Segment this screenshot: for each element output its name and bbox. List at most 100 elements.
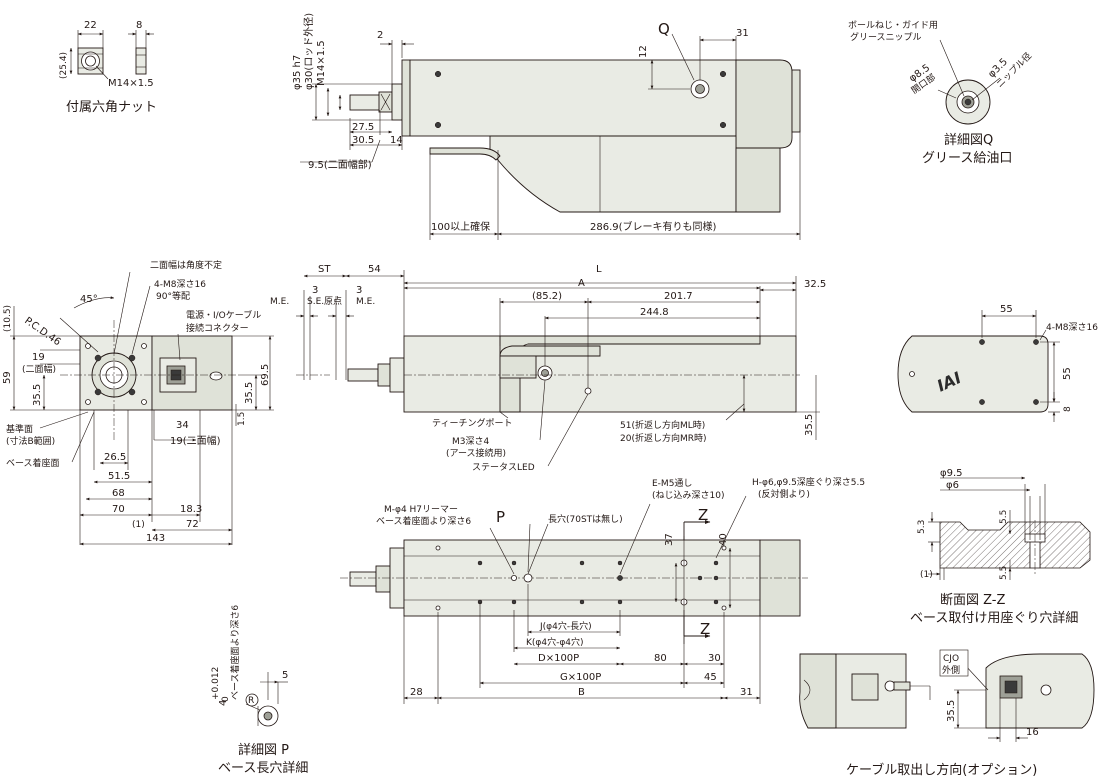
cjo-2: 外側 — [942, 664, 960, 676]
side-m3-2: (アース接続用) — [446, 447, 506, 459]
bottom-e-1: E-M5通し — [652, 478, 692, 489]
zz-caption-1: 断面図 Z-Z — [940, 593, 1006, 608]
end-d35-5: 35.5 — [32, 384, 43, 406]
zz-d5-3: 5.3 — [917, 520, 927, 534]
detail-p-caption-2: ベース長穴詳細 — [218, 760, 308, 776]
top-dim-2: 2 — [377, 30, 383, 41]
p-d5: 5 — [282, 670, 288, 681]
bottom-d45: 45 — [704, 672, 717, 683]
end-d18-3: 18.3 — [180, 504, 202, 515]
detail-q-caption-1: 詳細図Q — [944, 132, 993, 148]
side-d35-5: 35.5 — [804, 414, 815, 436]
detail-p: ベース着座面より深さ6 4 +0.012 0 R 5 詳細図 P ベース長穴詳細 — [211, 605, 308, 776]
bottom-z2: Z — [700, 620, 710, 638]
zz-d6: φ6 — [946, 480, 959, 491]
bottom-d37: 37 — [664, 533, 675, 546]
end-d69-5: 69.5 — [260, 364, 271, 386]
end-tap-2: 90°等配 — [156, 290, 190, 302]
end-ref-1: 基準面 — [6, 423, 33, 435]
bottom-j: J(φ4穴-長穴) — [539, 620, 592, 632]
cable-d35-5: 35.5 — [946, 700, 957, 722]
end-d51-5: 51.5 — [108, 471, 130, 482]
bottom-ream-2: ベース着座面より深さ6 — [376, 515, 471, 527]
end-d1-5: 1.5 — [237, 412, 247, 426]
hex-nut-view: 22 8 (25.4) M14×1.5 付属六角ナット — [59, 20, 157, 115]
side-st: ST — [318, 264, 331, 275]
side-m3-1: M3深さ4 — [452, 436, 489, 447]
bottom-h-2: (反対側より) — [758, 488, 810, 500]
nut-width-22: 22 — [84, 20, 97, 31]
p-tol: 4 — [218, 700, 229, 706]
side-teach: ティーチングポート — [432, 417, 512, 429]
zz-d5-5b: 5.5 — [999, 566, 1009, 580]
end-d34: 34 — [176, 420, 189, 431]
zz-d5-5a: 5.5 — [999, 510, 1009, 524]
side-l: L — [596, 264, 602, 275]
end-d19b: 19(二面幅) — [170, 434, 221, 447]
nut-height-25-4: (25.4) — [59, 52, 69, 79]
p-depth: ベース着座面より深さ6 — [229, 605, 241, 700]
p-tol-up: +0.012 — [211, 667, 221, 700]
end-view: (10.5) 59 35.5 19 (二面幅) P.C.D.46 45° 二面幅… — [2, 259, 274, 546]
end-flats: (二面幅) — [22, 363, 56, 375]
bottom-slot: 長穴(70STは無し) — [548, 513, 623, 525]
side-a: A — [578, 278, 585, 289]
end-ref-2: (寸法B範囲) — [6, 435, 55, 447]
section-zz: φ9.5 φ6 5.3 5.5 5.5 (1) 断面図 Z-Z ベース取付け用座… — [910, 468, 1091, 626]
mount-d8: 8 — [1063, 406, 1073, 412]
detail-p-caption-1: 詳細図 P — [238, 742, 289, 758]
end-pcd: P.C.D.46 — [22, 315, 62, 348]
cjo-1: CJO — [943, 654, 959, 664]
rod-od: φ30(ロッド外径) — [302, 13, 315, 90]
zz-caption-2: ベース取付け用座ぐり穴詳細 — [910, 610, 1078, 626]
end-d19: 19 — [32, 352, 45, 363]
end-d1: (1) — [132, 520, 145, 530]
mount-view: IAI 55 4-M8深さ16 55 8 — [897, 304, 1098, 422]
end-d10-5: (10.5) — [3, 305, 13, 332]
end-flats-note: 二面幅は角度不定 — [150, 259, 222, 271]
bottom-e-2: (ねじ込み深さ10) — [652, 490, 724, 501]
cable-d16: 16 — [1026, 727, 1039, 738]
end-conn-1: 電源・I/Oケーブル — [186, 309, 261, 321]
bottom-d28: 28 — [410, 687, 423, 698]
top-dim-31: 31 — [736, 28, 749, 39]
bottom-k: K(φ4穴-φ4穴) — [526, 636, 584, 648]
bottom-d31: 31 — [740, 687, 753, 698]
p-tol-dn: 0 — [221, 696, 231, 702]
top-flat: 9.5(二面幅部) — [308, 158, 372, 171]
side-me2: M.E. — [356, 297, 375, 307]
end-d70: 70 — [112, 504, 125, 515]
bottom-d: D×100P — [538, 653, 579, 664]
end-d26-5: 26.5 — [104, 452, 126, 463]
bottom-ream-1: M-φ4 H7リーマー — [384, 505, 458, 515]
bottom-d40: 40 — [718, 533, 729, 546]
rod-thread: M14×1.5 — [316, 40, 327, 86]
top-dim-30-5: 30.5 — [352, 135, 374, 146]
side-d32-5: 32.5 — [804, 279, 826, 290]
bottom-b: B — [578, 687, 585, 698]
mount-d55: 55 — [1000, 304, 1013, 315]
top-clearance: 100以上確保 — [431, 220, 490, 233]
rod-dia: φ35 h7 — [292, 55, 303, 90]
nut-thickness-8: 8 — [136, 20, 142, 31]
side-led: ステータスLED — [472, 462, 535, 473]
end-base: ベース着座面 — [6, 457, 60, 469]
side-d244-8: 244.8 — [640, 307, 669, 318]
bottom-d80: 80 — [654, 653, 667, 664]
top-dim-14: 14 — [390, 135, 403, 146]
nipple-label-2: グリースニップル — [850, 31, 922, 43]
side-d3a: 3 — [312, 285, 318, 296]
top-view: 2 31 Q 12 φ35 h7 φ30(ロッド外径) M14×1.5 27.5… — [292, 13, 801, 240]
top-dim-27-5: 27.5 — [352, 122, 374, 133]
detail-q-caption-2: グリース給油口 — [922, 151, 1012, 166]
bottom-d30: 30 — [708, 653, 721, 664]
side-ml: 51(折返し方向ML時) — [620, 419, 705, 431]
end-angle: 45° — [80, 294, 98, 305]
bottom-holes — [435, 545, 727, 611]
mount-d55b: 55 — [1062, 367, 1073, 380]
bottom-view: M-φ4 H7リーマー ベース着座面より深さ6 P 長穴(70STは無し) E-… — [340, 476, 865, 704]
end-tap-1: 4-M8深さ16 — [154, 279, 206, 290]
end-d68: 68 — [112, 488, 125, 499]
side-me: M.E. — [270, 297, 289, 307]
